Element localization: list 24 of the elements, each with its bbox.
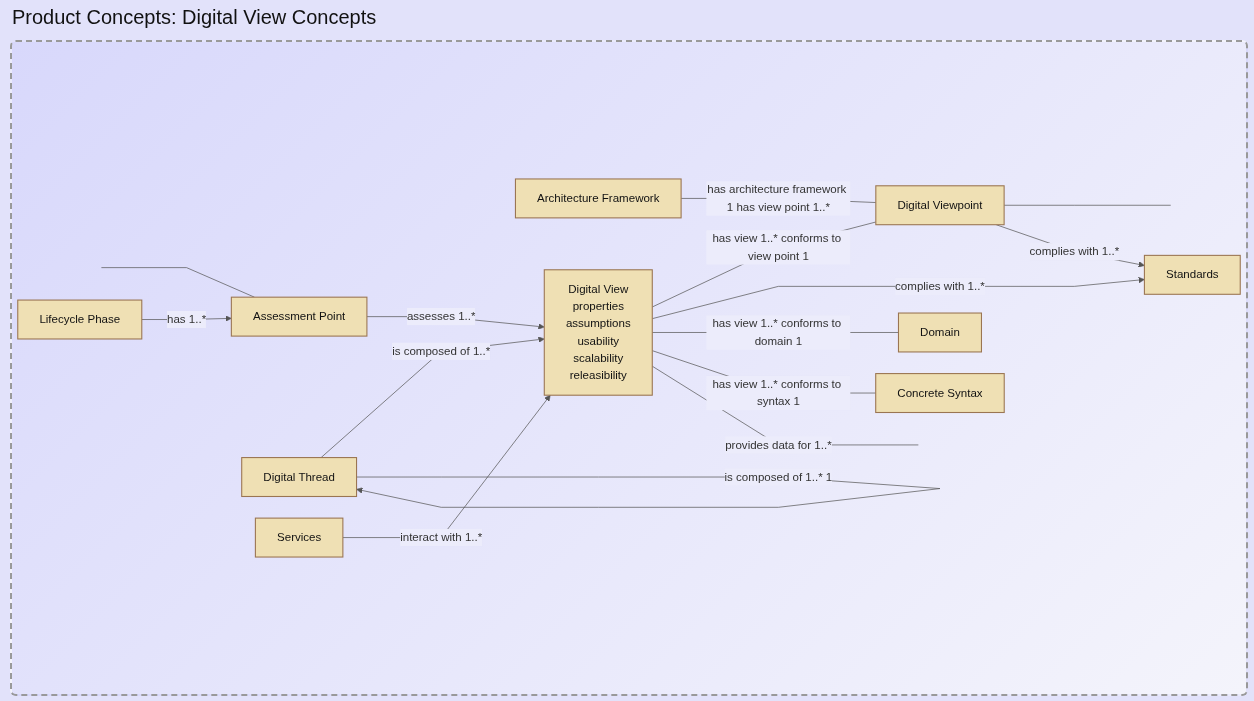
edge-label: has view 1..* conforms to syntax 1 [712,377,842,408]
node-box: Digital Thread [241,457,358,498]
node-box: Concrete Syntax [875,373,1005,414]
edge-label: has architecture framework 1 has view point 1..* [707,183,847,213]
edge-label: interact with 1..* [400,531,483,544]
edge-label: has view 1..* conforms to domain 1 [712,317,842,347]
edge-label: complies with 1..* [1029,245,1120,258]
node-box: Services [254,517,344,558]
node-box: Digital View properties assumptions usability scalability releasibility [543,269,653,396]
edge-label: is composed of 1..* [392,344,491,357]
diagram-title: Product Concepts: Digital View Concepts [12,6,377,29]
node-box: Lifecycle Phase [17,299,143,340]
node-box: Domain [897,312,982,353]
edge-label: complies with 1..* [895,279,985,293]
edge-label: has view 1..* conforms to view point 1 [712,232,842,262]
edge-label: has 1..* [167,313,207,326]
edge-label: provides data for 1..* [725,438,832,451]
connector [101,267,255,298]
node-box: Standards [1143,254,1241,295]
node-box: Digital Viewpoint [875,185,1005,226]
edge-label: is composed of 1..* 1 [724,470,833,483]
node-box: Architecture Framework [514,178,682,219]
node-box: Assessment Point [230,296,368,337]
edge-label: assesses 1..* [406,310,476,323]
